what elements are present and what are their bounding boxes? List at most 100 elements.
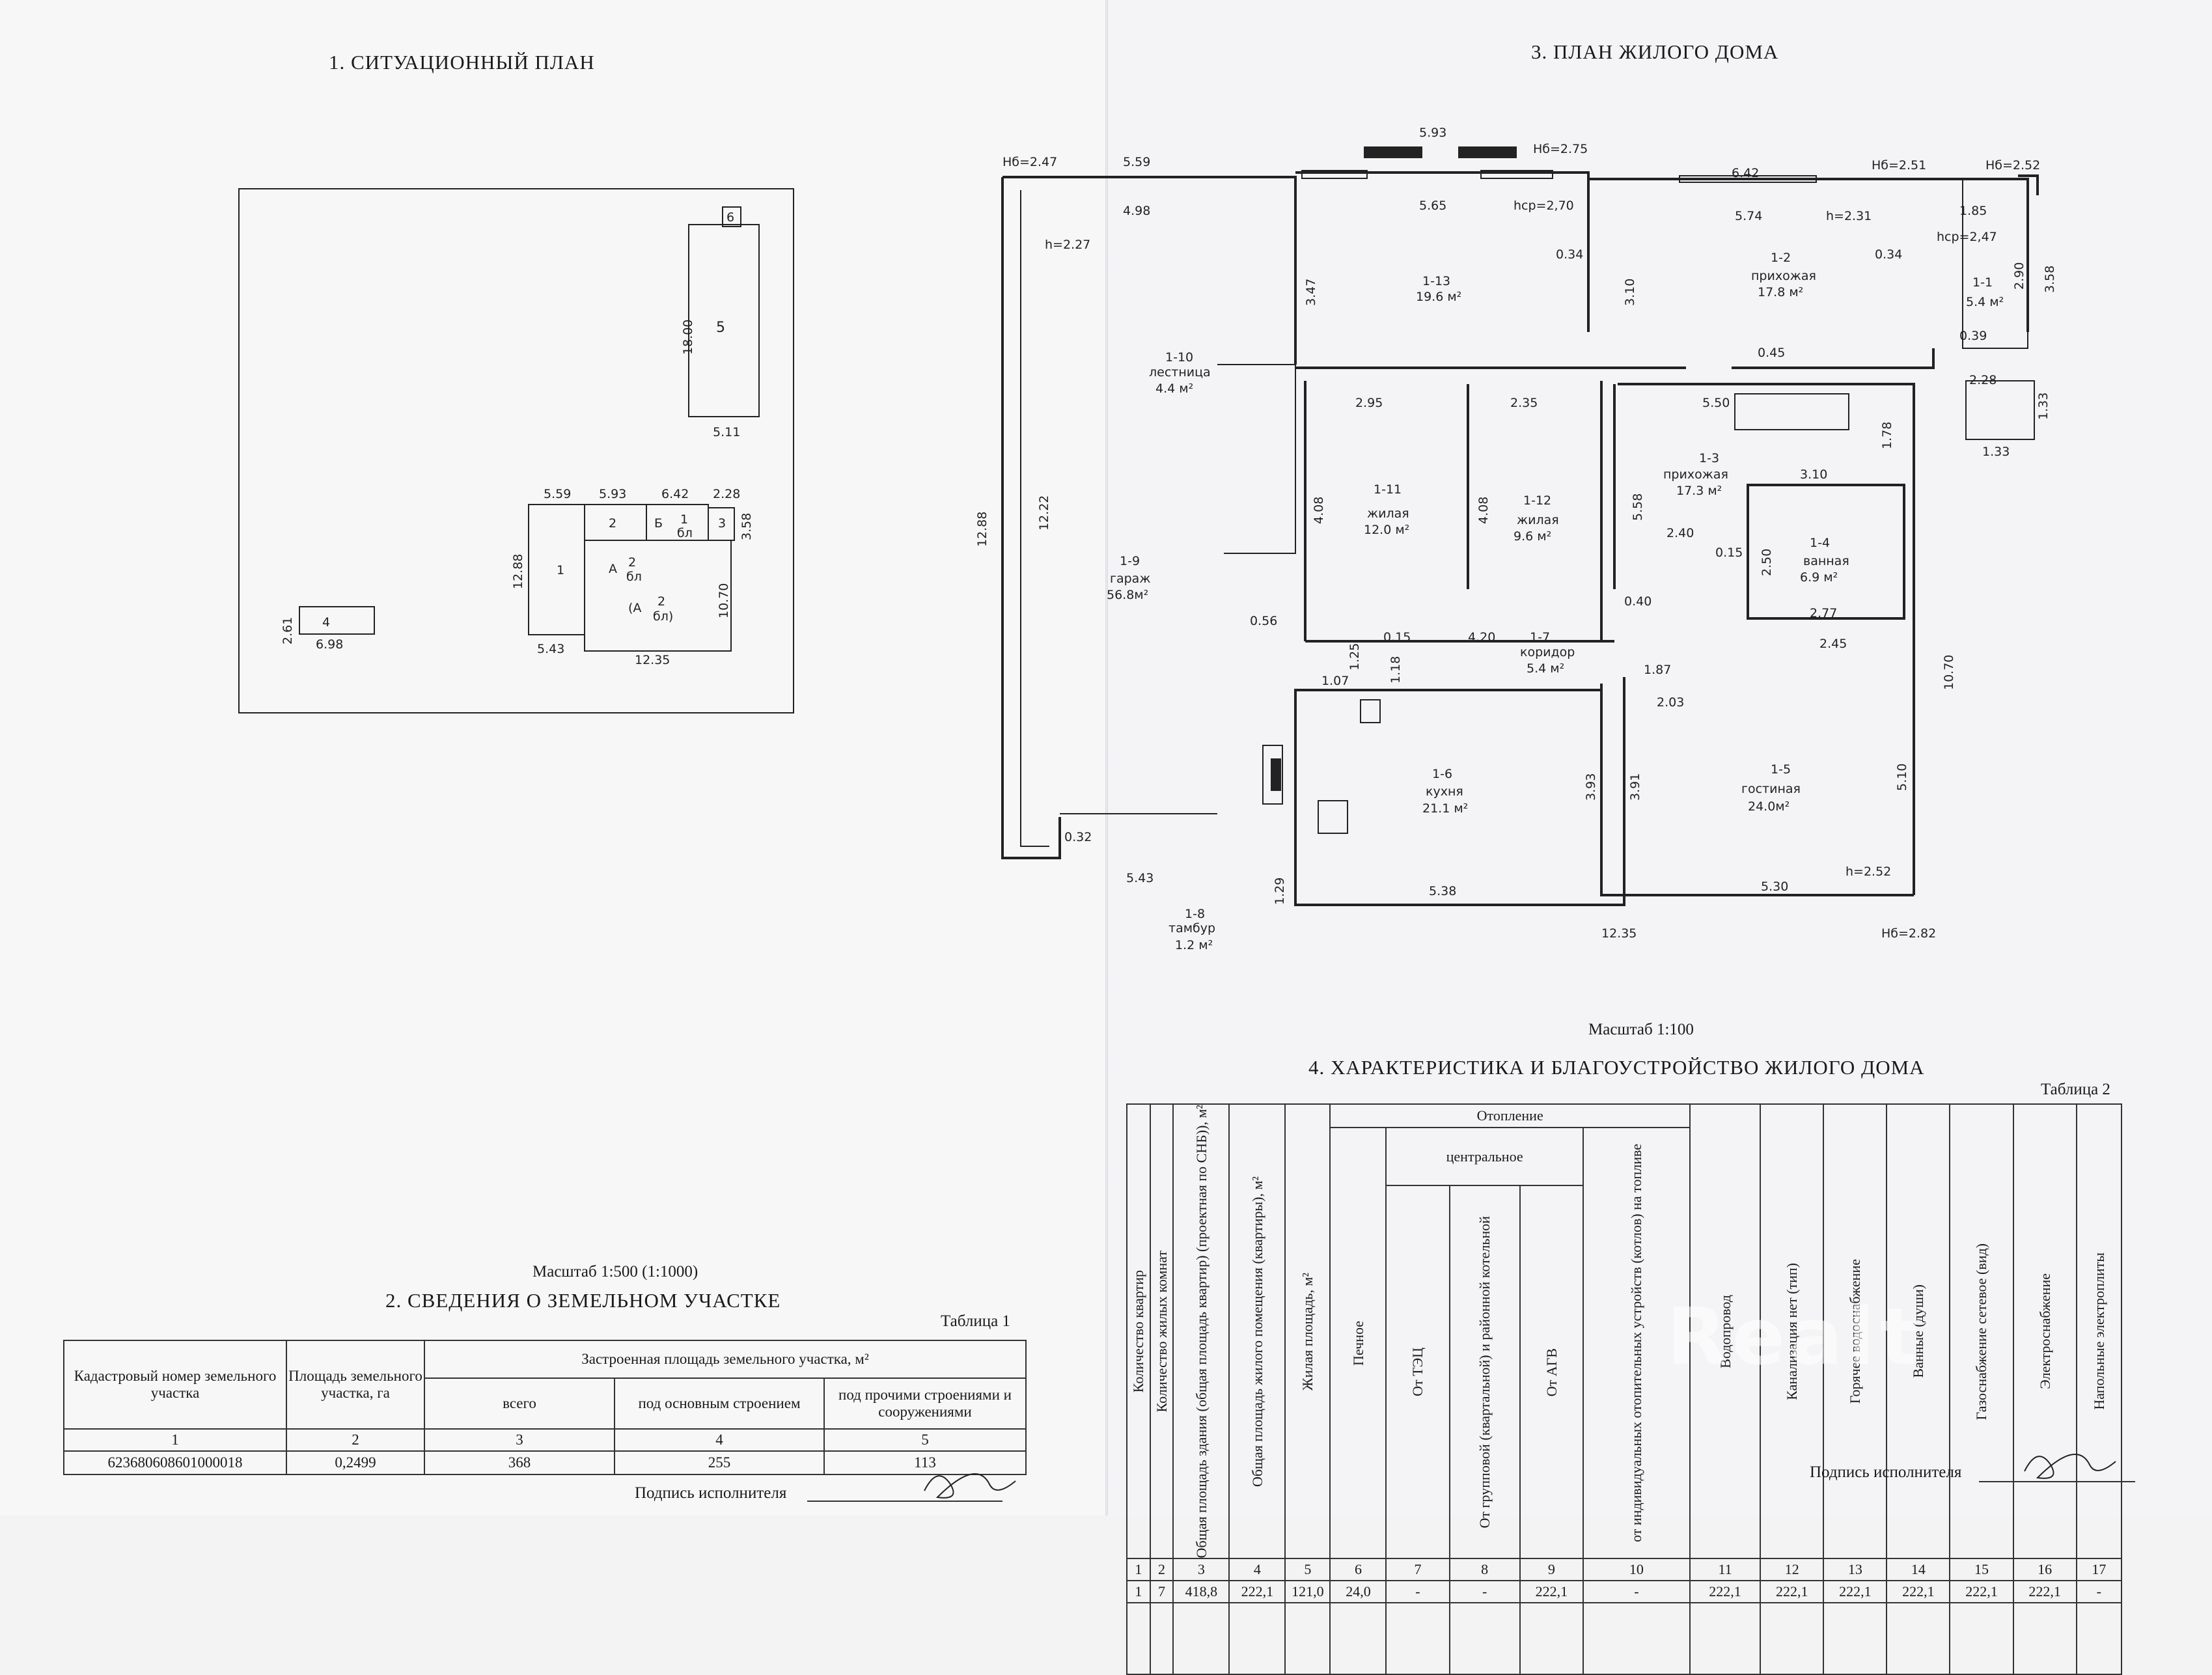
svg-text:2.90: 2.90 — [2012, 262, 2026, 290]
situational-plan-title: 1. СИТУАЦИОННЫЙ ПЛАН — [329, 51, 595, 74]
window-shade — [1458, 146, 1517, 158]
room-1-12: 1-12 жилая 9.6 м² — [1514, 493, 1559, 544]
svg-text:12.22: 12.22 — [1037, 495, 1051, 531]
window-shade — [1364, 146, 1422, 158]
svg-text:1.33: 1.33 — [1982, 445, 2010, 459]
block-3-label: 3 — [718, 516, 726, 531]
svg-text:1-5: 1-5 — [1771, 762, 1791, 777]
svg-text:6.42: 6.42 — [1732, 166, 1759, 180]
block-b-mat: бл — [677, 526, 693, 540]
svg-text:1.33: 1.33 — [2036, 393, 2051, 420]
site-plan-drawing: 6 5 18.00 5.11 4 2.61 6.98 1 2 3 Б 1 бл … — [238, 188, 794, 713]
building-5-width: 5.11 — [713, 425, 740, 439]
svg-text:Hб=2.75: Hб=2.75 — [1533, 142, 1588, 156]
svg-text:hср=2,47: hср=2,47 — [1937, 230, 1997, 244]
svg-text:коридор: коридор — [1520, 645, 1575, 659]
room-1-5: 1-5 гостиная 24.0м² — [1741, 762, 1801, 814]
table1-caption: Таблица 1 — [941, 1312, 1010, 1330]
t1-header-total: всего — [424, 1377, 615, 1430]
svg-text:5.93: 5.93 — [1419, 126, 1446, 140]
t1-cell-total: 368 — [424, 1450, 615, 1475]
t1-cell-other: 113 — [823, 1450, 1027, 1475]
svg-text:3.10: 3.10 — [1800, 467, 1827, 482]
svg-text:3.47: 3.47 — [1304, 279, 1318, 306]
svg-text:5.74: 5.74 — [1735, 209, 1762, 223]
svg-text:56.8м²: 56.8м² — [1107, 588, 1148, 602]
block-b-num: 1 — [680, 512, 688, 527]
svg-text:h=2.27: h=2.27 — [1045, 238, 1090, 252]
svg-text:0.34: 0.34 — [1556, 247, 1583, 262]
svg-text:5.58: 5.58 — [1631, 493, 1645, 521]
svg-text:4.20: 4.20 — [1468, 630, 1495, 644]
room-1-8: 1-8 тамбур 1.2 м² — [1168, 907, 1215, 952]
svg-text:1-3: 1-3 — [1699, 451, 1719, 465]
svg-text:0.39: 0.39 — [1959, 329, 1987, 343]
svg-text:2.45: 2.45 — [1819, 637, 1847, 651]
svg-text:2.77: 2.77 — [1810, 606, 1837, 620]
svg-text:Hб=2.52: Hб=2.52 — [1985, 158, 2040, 173]
svg-text:19.6 м²: 19.6 м² — [1416, 290, 1461, 304]
right-signature-scribble — [2024, 1454, 2116, 1479]
block-a-mat: бл — [626, 570, 642, 584]
svg-text:10.70: 10.70 — [717, 583, 731, 618]
room-1-13: 1-13 19.6 м² — [1416, 274, 1461, 304]
t2-h-heating: Отопление — [1329, 1103, 1691, 1128]
t1-num: 3 — [424, 1428, 615, 1452]
garage-walls — [1001, 176, 1297, 859]
block-2-label: 2 — [609, 516, 616, 531]
building-6 — [722, 206, 741, 227]
room-1-1: 1-1 5.4 м² — [1966, 275, 2004, 309]
building-6-label: 6 — [726, 210, 734, 225]
svg-text:5.4 м²: 5.4 м² — [1527, 661, 1564, 676]
svg-text:5.10: 5.10 — [1895, 764, 1909, 791]
svg-text:h=2.52: h=2.52 — [1846, 865, 1891, 879]
svg-text:1-1: 1-1 — [1972, 275, 1993, 290]
svg-text:Hб=2.82: Hб=2.82 — [1881, 926, 1936, 941]
svg-text:1.29: 1.29 — [1273, 878, 1287, 905]
window — [1679, 175, 1817, 183]
room-1-9: 1-9 гараж 56.8м² — [1107, 554, 1150, 602]
svg-text:0.15: 0.15 — [1383, 630, 1411, 644]
building-4-label: 4 — [322, 615, 330, 630]
room-1-10: 1-10 лестница 4.4 м² — [1149, 350, 1211, 396]
t1-header-cadastral: Кадастровый номер земельного участка — [63, 1340, 287, 1430]
building-5 — [688, 224, 760, 417]
svg-text:Hб=2.51: Hб=2.51 — [1872, 158, 1926, 173]
svg-text:ванная: ванная — [1803, 554, 1849, 568]
svg-text:2.03: 2.03 — [1657, 695, 1684, 710]
svg-text:17.8 м²: 17.8 м² — [1758, 285, 1803, 299]
svg-text:1-10: 1-10 — [1165, 350, 1193, 365]
svg-text:Hб=2.47: Hб=2.47 — [1002, 155, 1057, 169]
svg-text:5.59: 5.59 — [1123, 155, 1150, 169]
svg-text:1.85: 1.85 — [1959, 204, 1987, 218]
stair-1-3 — [1734, 393, 1849, 430]
svg-text:0.45: 0.45 — [1758, 346, 1785, 360]
block-3 — [708, 507, 735, 541]
block-1-label: 1 — [557, 563, 564, 577]
block-a-letter: А — [609, 562, 617, 576]
svg-text:0.56: 0.56 — [1250, 614, 1277, 628]
svg-text:3.10: 3.10 — [1623, 279, 1637, 306]
svg-text:прихожая: прихожая — [1663, 467, 1728, 482]
svg-text:12.35: 12.35 — [1601, 926, 1637, 941]
site-plan-scale: Масштаб 1:500 (1:1000) — [532, 1263, 698, 1280]
svg-text:2.35: 2.35 — [1510, 396, 1538, 410]
svg-text:6.9 м²: 6.9 м² — [1800, 570, 1838, 585]
left-page — [0, 0, 1107, 1516]
svg-text:4.08: 4.08 — [1312, 497, 1326, 524]
room-1-4: 1-4 ванная 6.9 м² — [1800, 536, 1849, 585]
block-a2-mat: бл) — [653, 609, 673, 624]
svg-text:4.4 м²: 4.4 м² — [1155, 381, 1193, 396]
page-fold — [1105, 0, 1108, 1516]
t1-num: 1 — [63, 1428, 287, 1452]
room-1-11: 1-11 жилая 12.0 м² — [1364, 482, 1409, 537]
block-b-letter: Б — [654, 516, 663, 531]
t1-cell-main: 255 — [614, 1450, 825, 1475]
svg-text:6.42: 6.42 — [661, 487, 689, 501]
house-plan-scale: Масштаб 1:100 — [1588, 1021, 1694, 1038]
svg-text:12.0 м²: 12.0 м² — [1364, 523, 1409, 537]
sink — [1360, 699, 1381, 723]
svg-text:5.43: 5.43 — [537, 642, 564, 656]
t1-num: 4 — [614, 1428, 825, 1452]
svg-text:17.3 м²: 17.3 м² — [1676, 484, 1722, 498]
